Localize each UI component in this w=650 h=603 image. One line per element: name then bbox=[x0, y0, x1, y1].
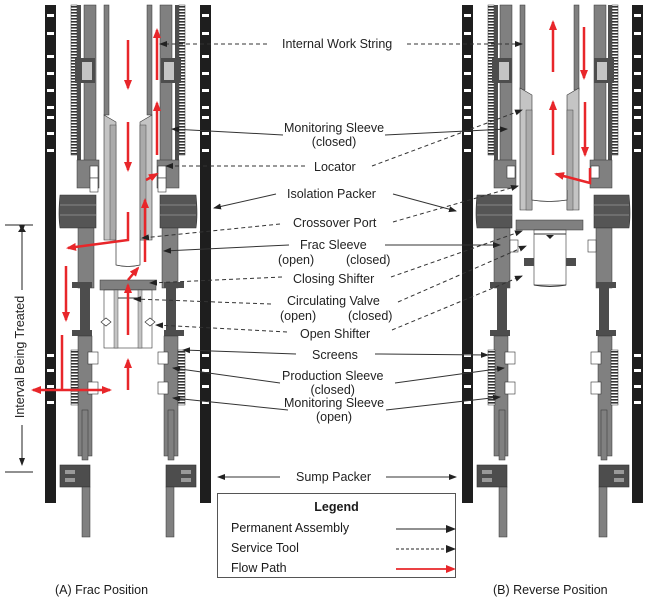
label-internal-work-string: Internal Work String bbox=[282, 37, 393, 51]
flow-path-b bbox=[549, 20, 592, 185]
label-circulating-valve-closed: (closed) bbox=[348, 309, 393, 323]
label-sump-packer: Sump Packer bbox=[296, 470, 372, 484]
casing-right-b bbox=[632, 5, 643, 503]
label-monitoring-sleeve-open: Monitoring Sleeve (open) bbox=[284, 396, 384, 424]
legend-item-flow-path: Flow Path bbox=[231, 561, 287, 575]
label-frac-sleeve-open: (open) bbox=[278, 253, 315, 267]
label-isolation-packer: Isolation Packer bbox=[287, 187, 376, 201]
outer-assembly-left-b bbox=[475, 4, 519, 538]
label-closing-shifter: Closing Shifter bbox=[293, 272, 375, 286]
label-monitoring-sleeve-closed-title: Monitoring Sleeve bbox=[284, 121, 385, 135]
label-monitoring-sleeve-closed-state: (closed) bbox=[311, 135, 357, 149]
label-production-sleeve: Production Sleeve (closed) bbox=[282, 369, 383, 397]
label-circulating-valve-open: (open) bbox=[280, 309, 317, 323]
outer-assembly-right-a bbox=[156, 4, 198, 538]
label-open-shifter: Open Shifter bbox=[300, 327, 371, 341]
legend-item-permanent-assembly: Permanent Assembly bbox=[231, 521, 350, 535]
outer-assembly-left-a bbox=[58, 4, 100, 538]
caption-panel-a: (A) Frac Position bbox=[55, 583, 149, 597]
label-locator: Locator bbox=[314, 160, 356, 174]
legend: Legend Permanent Assembly Service Tool F… bbox=[217, 493, 456, 578]
panel-a-frac-position bbox=[5, 4, 211, 538]
label-production-sleeve-title: Production Sleeve bbox=[282, 369, 384, 383]
label-monitoring-sleeve-open-state: (open) bbox=[315, 410, 353, 424]
label-screens: Screens bbox=[312, 348, 358, 362]
label-circulating-valve: Circulating Valve bbox=[287, 294, 380, 308]
legend-item-service-tool: Service Tool bbox=[231, 541, 299, 555]
label-production-sleeve-state: (closed) bbox=[310, 383, 355, 397]
casing-right-a bbox=[200, 5, 211, 503]
legend-dashed-arrow-icon bbox=[396, 545, 456, 553]
interval-bracket bbox=[5, 224, 33, 473]
leader-lines bbox=[133, 41, 527, 480]
legend-red-arrow-icon bbox=[396, 565, 456, 573]
label-crossover-port: Crossover Port bbox=[293, 216, 377, 230]
label-interval-being-treated: Interval Being Treated bbox=[13, 295, 27, 419]
legend-solid-arrow-icon bbox=[396, 525, 456, 533]
flow-path-a bbox=[31, 28, 161, 394]
panel-b-reverse-position bbox=[462, 4, 643, 538]
label-frac-sleeve: Frac Sleeve bbox=[300, 238, 367, 252]
label-monitoring-sleeve-open-title: Monitoring Sleeve bbox=[284, 396, 385, 410]
label-monitoring-sleeve-closed: Monitoring Sleeve (closed) bbox=[284, 121, 384, 149]
legend-title: Legend bbox=[314, 500, 359, 514]
label-frac-sleeve-closed: (closed) bbox=[346, 253, 391, 267]
service-tool-b bbox=[515, 4, 584, 287]
casing-left-a bbox=[45, 5, 56, 503]
caption-panel-b: (B) Reverse Position bbox=[493, 583, 608, 597]
outer-assembly-right-b bbox=[587, 4, 631, 538]
casing-left-b bbox=[462, 5, 473, 503]
